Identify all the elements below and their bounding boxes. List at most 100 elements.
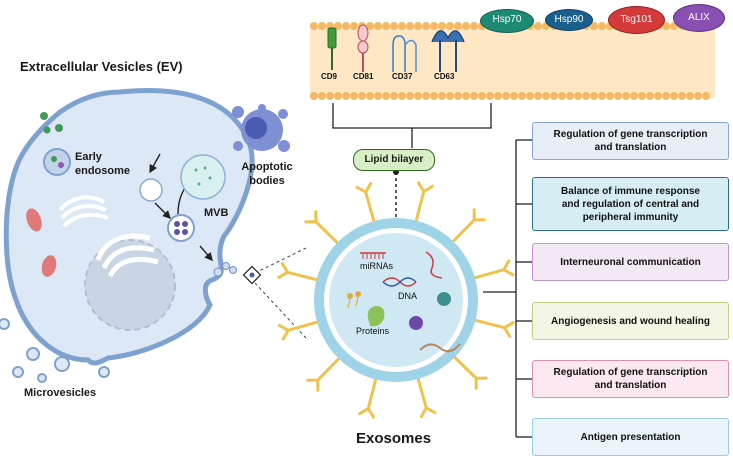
lipid-head: [390, 22, 398, 30]
purple-protein-icon: [409, 316, 423, 330]
lipid-head: [454, 22, 462, 30]
lipid-head: [326, 92, 334, 100]
lipid-head: [422, 92, 430, 100]
early-endosome-line2: endosome: [75, 164, 130, 178]
cargo-proteins: Proteins: [356, 326, 389, 336]
lipid-head: [374, 92, 382, 100]
apoptotic-line1: Apoptotic: [237, 160, 297, 174]
lipid-head: [470, 22, 478, 30]
lipid-head: [310, 92, 318, 100]
lipid-head: [614, 92, 622, 100]
function-box-5: Regulation of gene transcription and tran…: [532, 360, 729, 398]
function-6-line1: Antigen presentation: [580, 431, 680, 444]
early-endosome-line1: Early: [75, 150, 130, 164]
lipid-head: [590, 92, 598, 100]
membrane-bracket: [333, 103, 491, 128]
apoptotic-bodies-label: Apoptotic bodies: [237, 160, 297, 188]
lipid-head: [518, 92, 526, 100]
function-2-line1: Balance of immune response: [561, 186, 700, 197]
marker-cd63: CD63: [434, 72, 454, 81]
lipid-head: [366, 92, 374, 100]
lipid-head: [526, 92, 534, 100]
function-box-4: Angiogenesis and wound healing: [532, 302, 729, 340]
lipid-head: [534, 92, 542, 100]
lipid-head: [686, 92, 694, 100]
lipid-head: [438, 92, 446, 100]
lipid-head: [470, 92, 478, 100]
lipid-head: [430, 22, 438, 30]
cargo-mirnas: miRNAs: [360, 261, 393, 271]
teal-protein-icon: [437, 292, 451, 306]
lipid-head: [646, 92, 654, 100]
lipid-head: [446, 22, 454, 30]
lipid-head: [342, 22, 350, 30]
zoom-line-top: [255, 248, 306, 273]
lipid-head: [542, 92, 550, 100]
parent-cell: [6, 91, 252, 364]
lipid-head: [462, 92, 470, 100]
function-box-2: Balance of immune response and regulation…: [532, 177, 729, 231]
lipid-head: [310, 22, 318, 30]
lipid-head: [702, 92, 710, 100]
exosome: [314, 218, 478, 382]
lipid-head: [558, 92, 566, 100]
function-2-line2: and regulation of central and: [562, 199, 699, 210]
lipid-head: [350, 22, 358, 30]
lipid-head: [502, 92, 510, 100]
function-3-line1: Interneuronal communication: [560, 256, 701, 269]
mvb-label: MVB: [204, 207, 228, 219]
marker-cd37: CD37: [392, 72, 412, 81]
lipid-head: [574, 92, 582, 100]
lipid-head: [534, 22, 542, 30]
lipid-head: [342, 92, 350, 100]
function-5-line1: Regulation of gene transcription: [554, 367, 708, 378]
function-5-line2: and translation: [595, 380, 667, 391]
lipid-head: [622, 92, 630, 100]
function-box-6: Antigen presentation: [532, 418, 729, 456]
lipid-head: [486, 92, 494, 100]
lipid-head: [318, 92, 326, 100]
diagram-title: Extracellular Vesicles (EV): [20, 59, 183, 74]
lipid-head: [582, 92, 590, 100]
zoom-vesicle: [250, 273, 255, 278]
lipid-head: [414, 92, 422, 100]
lipid-head: [318, 22, 326, 30]
lipid-head: [662, 92, 670, 100]
lipid-head: [598, 22, 606, 30]
exosomes-label: Exosomes: [356, 430, 431, 447]
lipid-head: [670, 92, 678, 100]
protein-hsp70: Hsp70: [480, 9, 534, 33]
lipid-head: [462, 22, 470, 30]
lipid-head: [630, 92, 638, 100]
apoptotic-line2: bodies: [237, 174, 297, 188]
lipid-head: [358, 92, 366, 100]
function-2-line3: peripheral immunity: [583, 212, 679, 223]
function-4-line1: Angiogenesis and wound healing: [551, 315, 710, 328]
lipid-head: [438, 22, 446, 30]
lipid-head: [406, 92, 414, 100]
lipid-membrane: [310, 22, 715, 100]
lipid-head: [334, 92, 342, 100]
lipid-head: [694, 92, 702, 100]
marker-cd9: CD9: [321, 72, 337, 81]
lipid-head: [566, 92, 574, 100]
lipid-head: [350, 92, 358, 100]
function-1-line1: Regulation of gene transcription: [554, 129, 708, 140]
cargo-dna: DNA: [398, 291, 417, 301]
early-endosome-label: Early endosome: [75, 150, 130, 178]
lipid-head: [638, 92, 646, 100]
mvb-body: [181, 155, 225, 199]
lipid-bilayer-label: Lipid bilayer: [353, 149, 435, 171]
lipid-head: [494, 92, 502, 100]
lipid-head: [550, 92, 558, 100]
microvesicles-label: Microvesicles: [24, 387, 96, 399]
lipid-head: [478, 92, 486, 100]
lipid-head: [430, 92, 438, 100]
lipid-head: [398, 92, 406, 100]
lipid-head: [598, 92, 606, 100]
lipid-head: [414, 22, 422, 30]
lipid-head: [406, 22, 414, 30]
lipid-head: [382, 22, 390, 30]
